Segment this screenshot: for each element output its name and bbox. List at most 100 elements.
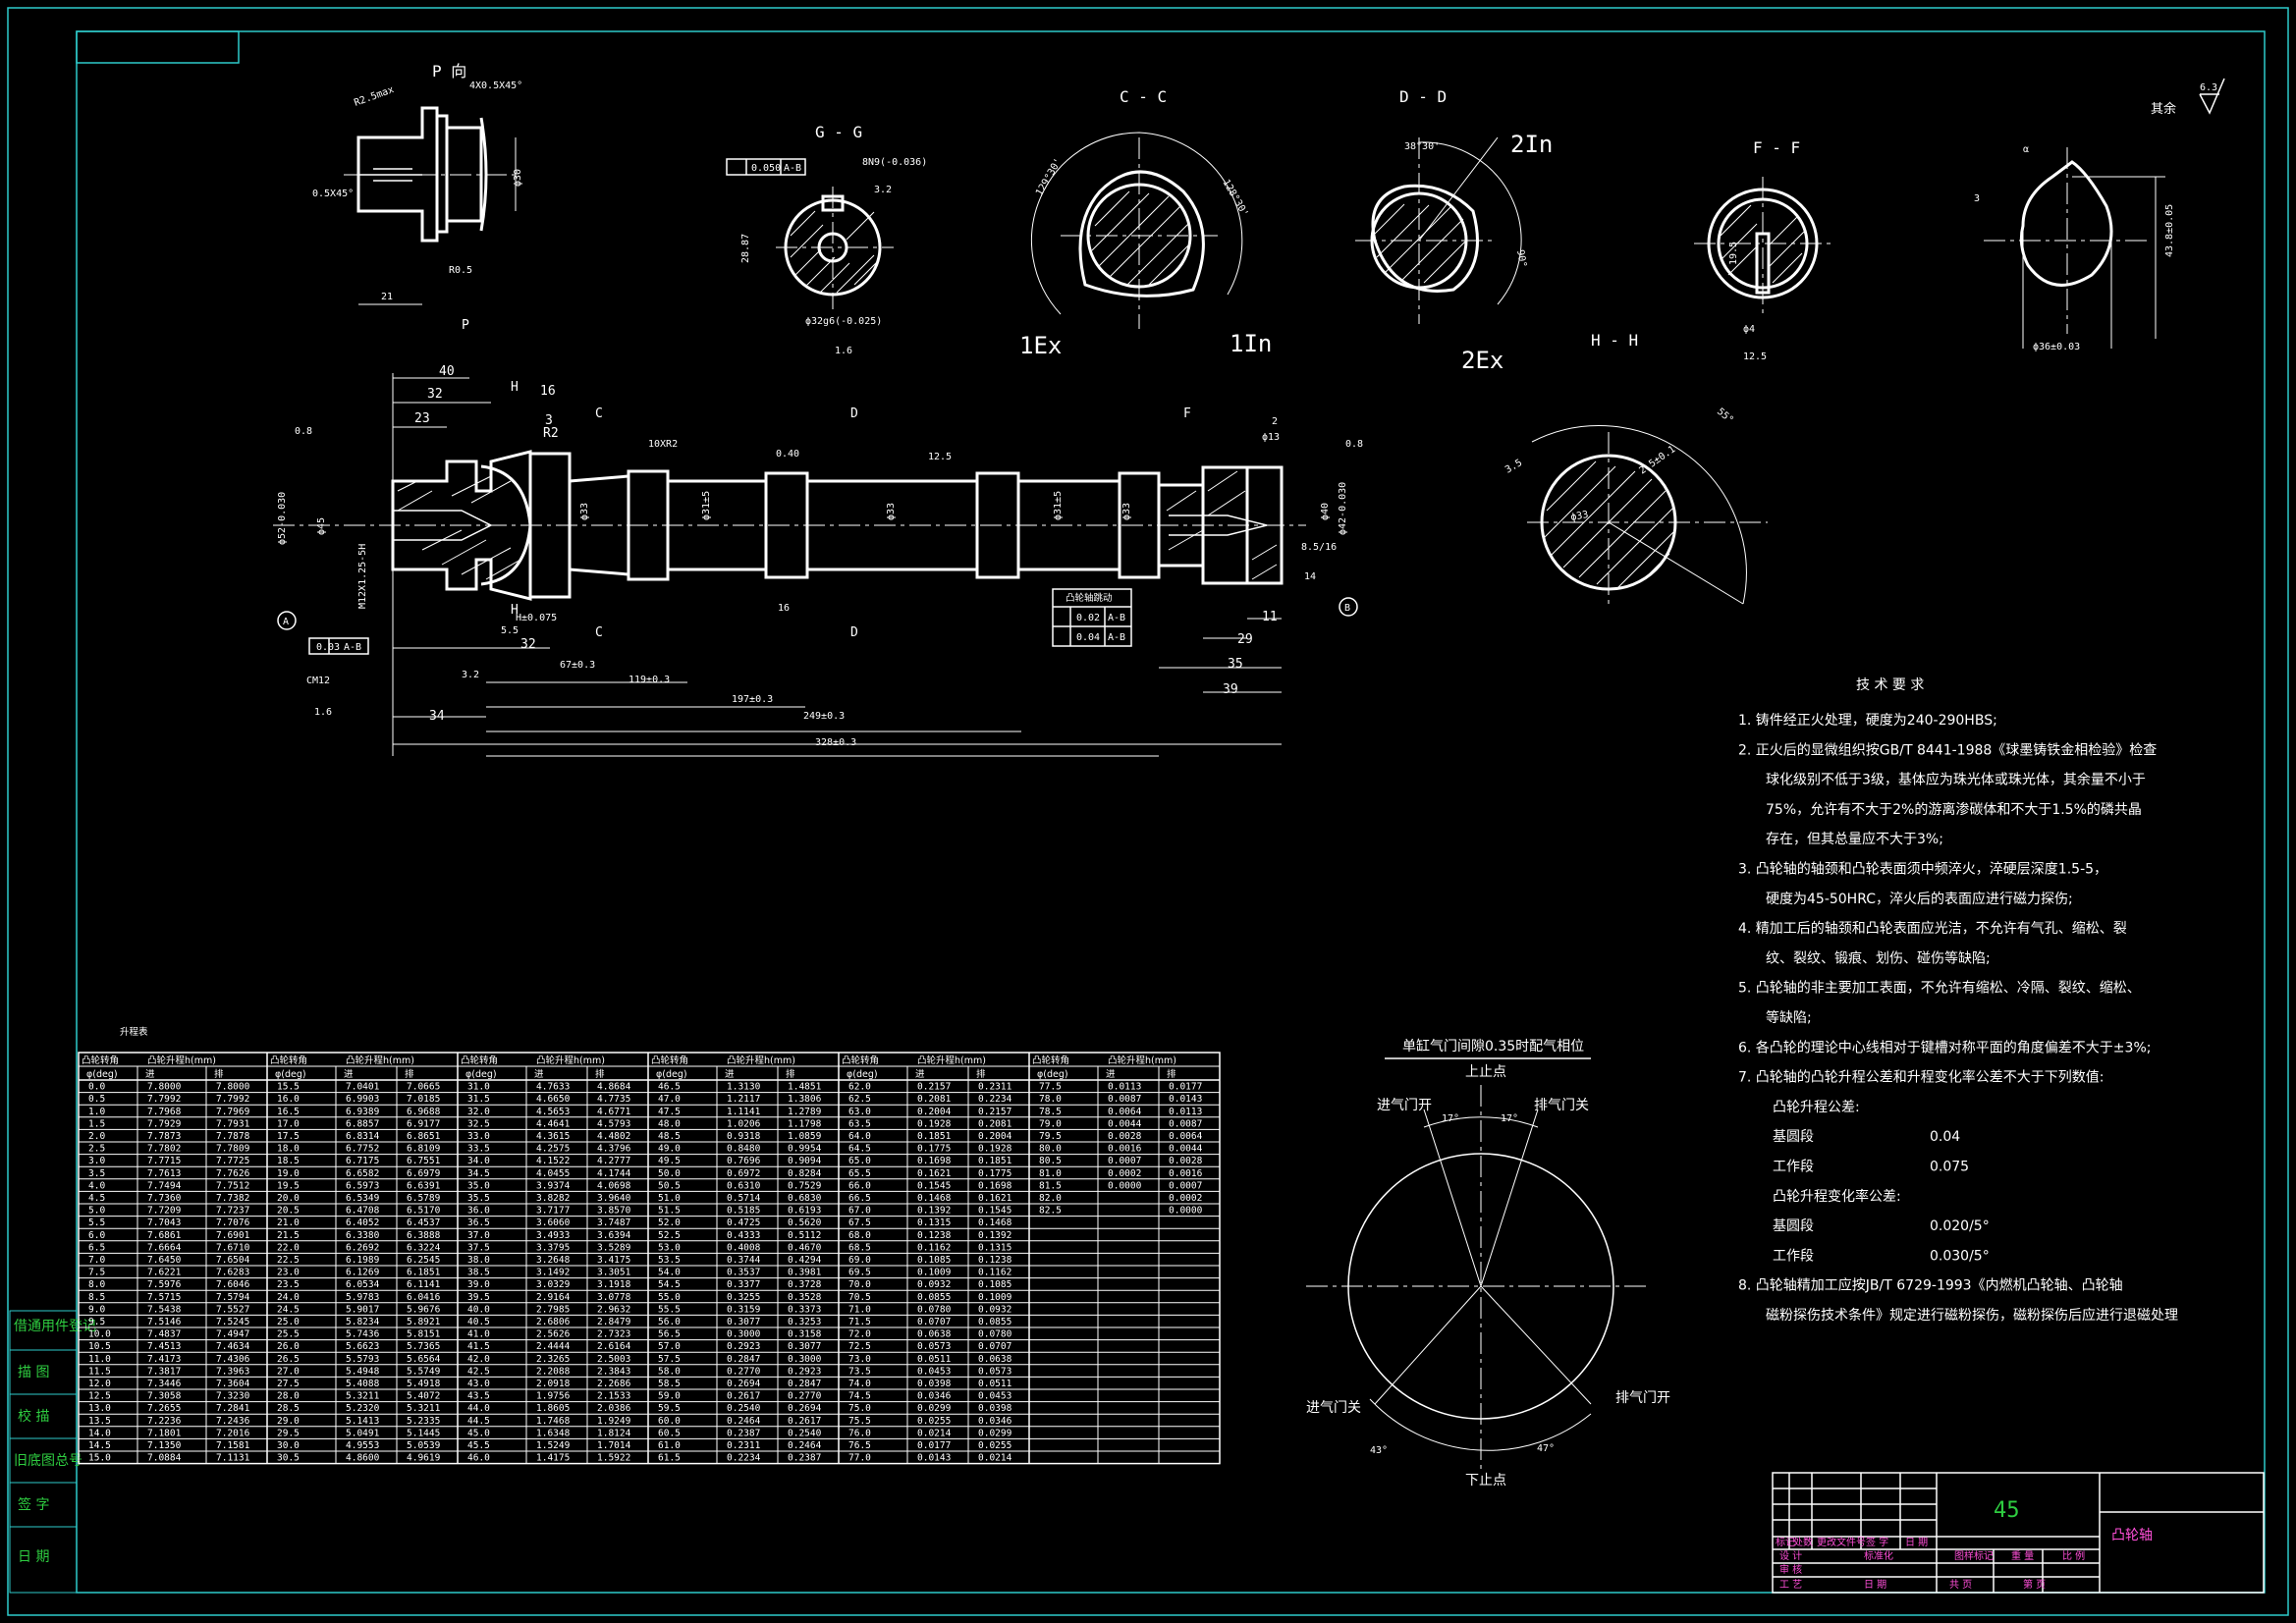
note-line: 6. 各凸轮的理论中心线相对于键槽对称平面的角度偏差不大于±3%; (1738, 1040, 2151, 1055)
lift-cell: 47.5 (658, 1107, 681, 1117)
m-23: 23 (414, 411, 430, 426)
lift-cell: 0.4333 (727, 1230, 760, 1241)
lift-col-angle: 凸轮转角 (461, 1055, 498, 1066)
lift-cell: 0.9318 (727, 1131, 761, 1142)
m-11: 11 (1262, 610, 1278, 624)
lift-cell: 7.2236 (147, 1416, 182, 1427)
lift-cell: 1.6348 (536, 1428, 571, 1438)
m-328: 328±0.3 (815, 737, 856, 748)
lift-cell: 7.7237 (216, 1206, 249, 1217)
lift-cell: 69.5 (848, 1268, 871, 1278)
lift-cell: 7.5 (88, 1268, 105, 1278)
lift-cell: 4.6650 (536, 1094, 571, 1105)
cam-t1r: A-B (1108, 613, 1125, 623)
lift-cell: 4.3615 (536, 1131, 570, 1142)
lift-cell: 31.5 (467, 1094, 490, 1105)
lift-cell: 0.2770 (727, 1366, 761, 1377)
phase-a43: 43° (1370, 1445, 1388, 1456)
note-line: 磁粉探伤技术条件》规定进行磁粉探伤，磁粉探伤后应进行退磁处理 (1766, 1307, 2178, 1324)
lift-cell: 0.0511 (978, 1379, 1012, 1389)
lift-cell: 7.6710 (216, 1242, 250, 1253)
lift-cell: 10.0 (88, 1329, 111, 1340)
lift-cell: 39.0 (467, 1279, 490, 1290)
lift-cell: 5.5 (88, 1217, 105, 1228)
lift-cell: 7.7512 (216, 1180, 249, 1191)
lift-cell: 79.0 (1039, 1118, 1062, 1129)
lift-cell: 0.0855 (978, 1317, 1011, 1327)
lift-cell: 7.7969 (216, 1107, 250, 1117)
lift-col-sub: 排 (786, 1068, 795, 1080)
lift-cell: 2.5626 (536, 1329, 571, 1340)
lift-cell: 7.6221 (147, 1268, 182, 1278)
lift-cell: 45.5 (467, 1440, 490, 1451)
phase-in-close: 进气门关 (1306, 1400, 1361, 1416)
lift-cell: 68.0 (848, 1230, 871, 1241)
lift-cell: 3.6060 (536, 1217, 571, 1228)
tb-review: 审 核 (1779, 1563, 1802, 1576)
m-14: 14 (1304, 571, 1316, 582)
lift-cell: 6.0 (88, 1230, 105, 1241)
lift-cell: 4.0455 (536, 1168, 570, 1179)
lift-col-lift: 凸轮升程h(mm) (536, 1055, 605, 1066)
lift-col-angle: 凸轮转角 (1032, 1055, 1069, 1066)
rest-value: 6.3 (2200, 82, 2217, 93)
lift-cell: 3.5289 (597, 1242, 631, 1253)
m-tol1: 0.03 (316, 642, 340, 653)
notes-title: 技 术 要 求 (1856, 677, 1924, 693)
phase-a17b: 17° (1501, 1113, 1518, 1124)
lift-cell: 7.5245 (216, 1317, 249, 1327)
lift-cell: 65.5 (848, 1168, 871, 1179)
lift-cell: 12.5 (88, 1391, 111, 1402)
lift-cell: 0.0000 (1169, 1206, 1203, 1217)
lift-cell: 32.5 (467, 1118, 490, 1129)
lift-cell: 2.9164 (536, 1292, 571, 1303)
lift-col-angle: 凸轮转角 (651, 1055, 688, 1066)
lift-cell: 4.0 (88, 1180, 105, 1191)
lift-cell: 16.5 (277, 1107, 300, 1117)
d-2ex: 2Ex (1461, 347, 1503, 374)
lift-cell: 5.2335 (407, 1416, 440, 1427)
lift-cell: 7.5438 (147, 1304, 182, 1315)
lift-cell: 5.6564 (407, 1354, 441, 1365)
lift-cell: 2.2686 (597, 1379, 631, 1389)
lift-cell: 23.0 (277, 1268, 300, 1278)
lift-cell: 79.5 (1039, 1131, 1062, 1142)
lift-cell: 26.0 (277, 1341, 300, 1352)
m-32c: 3.2 (462, 670, 479, 680)
lift-cell: 1.5249 (536, 1440, 571, 1451)
lift-cell: 48.0 (658, 1118, 681, 1129)
m-32: 32 (427, 387, 443, 402)
lift-cell: 18.0 (277, 1144, 300, 1155)
lift-cell: 0.1392 (978, 1230, 1011, 1241)
lift-cell: 0.5185 (727, 1206, 760, 1217)
m-39: 39 (1223, 682, 1238, 697)
m-cm12: CM12 (306, 676, 330, 686)
lift-cell: 12.0 (88, 1379, 111, 1389)
d-ang: 38°30' (1404, 141, 1440, 152)
lift-cell: 7.4837 (147, 1329, 181, 1340)
lift-cell: 80.5 (1039, 1156, 1062, 1166)
m-phi31b: ϕ31±5 (1053, 491, 1064, 520)
note-value: 0.075 (1930, 1160, 1969, 1175)
lift-cell: 44.0 (467, 1403, 490, 1414)
lift-cell: 7.7626 (216, 1168, 250, 1179)
lift-col-sub: 排 (1167, 1068, 1176, 1080)
side-label-check: 校 描 (18, 1408, 49, 1425)
lift-cell: 43.5 (467, 1391, 490, 1402)
lift-cell: 0.0255 (978, 1440, 1011, 1451)
lift-cell: 4.5793 (597, 1118, 630, 1129)
g-32: 3.2 (874, 185, 892, 195)
lift-cell: 0.0573 (978, 1366, 1011, 1377)
lift-col-sub: 进 (915, 1069, 925, 1080)
lift-cell: 1.1798 (788, 1118, 822, 1129)
lift-cell: 49.5 (658, 1156, 681, 1166)
lift-cell: 0.0000 (1108, 1180, 1142, 1191)
lift-cell: 7.3230 (216, 1391, 250, 1402)
lift-cell: 7.2436 (216, 1416, 250, 1427)
c-ang1: 129°30' (1034, 156, 1065, 197)
p-ch2: 0.5X45° (312, 189, 354, 199)
material: 45 (1994, 1498, 2020, 1523)
tb-process: 工 艺 (1779, 1579, 1802, 1591)
lift-cell: 72.0 (848, 1329, 871, 1340)
lift-cell: 0.0214 (978, 1453, 1012, 1464)
